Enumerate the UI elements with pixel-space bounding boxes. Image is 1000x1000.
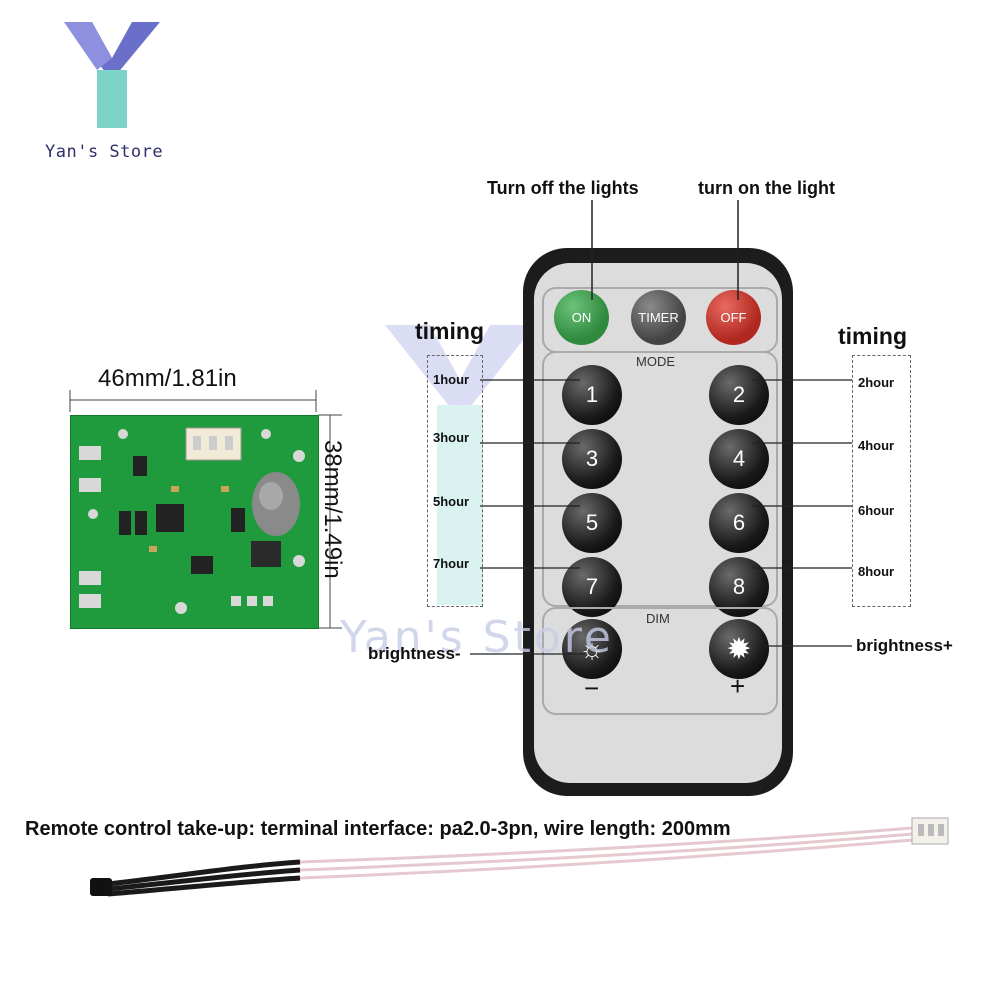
hour-label-5: 5hour: [433, 494, 470, 509]
timer-button-label: TIMER: [638, 310, 679, 325]
pcb-width-label: 46mm/1.81in: [98, 365, 237, 392]
brightness-down-button[interactable]: ☼: [562, 619, 622, 679]
store-name: Yan's Store: [45, 142, 164, 162]
left-hours-box: [427, 355, 483, 607]
pcb-board: [70, 415, 319, 629]
wire-caption: Remote control take-up: terminal interfa…: [25, 818, 731, 840]
hour-label-7: 7hour: [433, 556, 470, 571]
brightness-plus-callout: brightness+: [856, 636, 953, 655]
minus-sign: −: [584, 673, 600, 703]
brightness-up-button[interactable]: ✹: [709, 619, 769, 679]
turn-on-callout: turn on the light: [698, 178, 835, 198]
timer-button[interactable]: TIMER: [631, 290, 686, 345]
turn-off-callout: Turn off the lights: [487, 178, 639, 198]
hour-label-2: 2hour: [858, 375, 895, 390]
mode-button-group: [542, 351, 778, 607]
hour-label-4: 4hour: [858, 438, 895, 453]
hour-label-3: 3hour: [433, 430, 470, 445]
button-5[interactable]: 5: [562, 493, 622, 553]
right-hours-box: [852, 355, 911, 607]
plus-sign: +: [730, 671, 746, 701]
dim-button-group: [542, 607, 778, 715]
mode-label: MODE: [636, 354, 675, 369]
sun-bright-icon: ✹: [726, 632, 752, 666]
watermark-logo: [385, 325, 535, 605]
button-6[interactable]: 6: [709, 493, 769, 553]
pcb-height-label: 38mm/1.49in: [319, 440, 346, 579]
on-button[interactable]: ON: [554, 290, 609, 345]
brightness-minus-callout: brightness-: [368, 644, 461, 663]
button-3[interactable]: 3: [562, 429, 622, 489]
remote-face: ON TIMER OFF MODE 1 2 3 4 5 6 7 8 DIM ☼ …: [534, 263, 782, 783]
sun-dim-icon: ☼: [579, 633, 605, 664]
hour-label-6: 6hour: [858, 503, 895, 518]
hour-label-8: 8hour: [858, 564, 895, 579]
on-button-label: ON: [571, 310, 592, 325]
dim-label: DIM: [646, 611, 670, 626]
button-1[interactable]: 1: [562, 365, 622, 425]
watermark-text: Yan's Store: [340, 612, 614, 663]
timing-right-label: timing: [838, 323, 907, 349]
store-logo: [62, 20, 162, 130]
logo-graphic: [64, 22, 160, 128]
button-4[interactable]: 4: [709, 429, 769, 489]
off-button-label: OFF: [720, 310, 747, 325]
timing-left-label: timing: [415, 318, 484, 344]
remote-control: ON TIMER OFF MODE 1 2 3 4 5 6 7 8 DIM ☼ …: [523, 248, 793, 796]
pcb-components: [79, 427, 305, 614]
hour-label-1: 1hour: [433, 372, 470, 387]
button-2[interactable]: 2: [709, 365, 769, 425]
off-button[interactable]: OFF: [706, 290, 761, 345]
